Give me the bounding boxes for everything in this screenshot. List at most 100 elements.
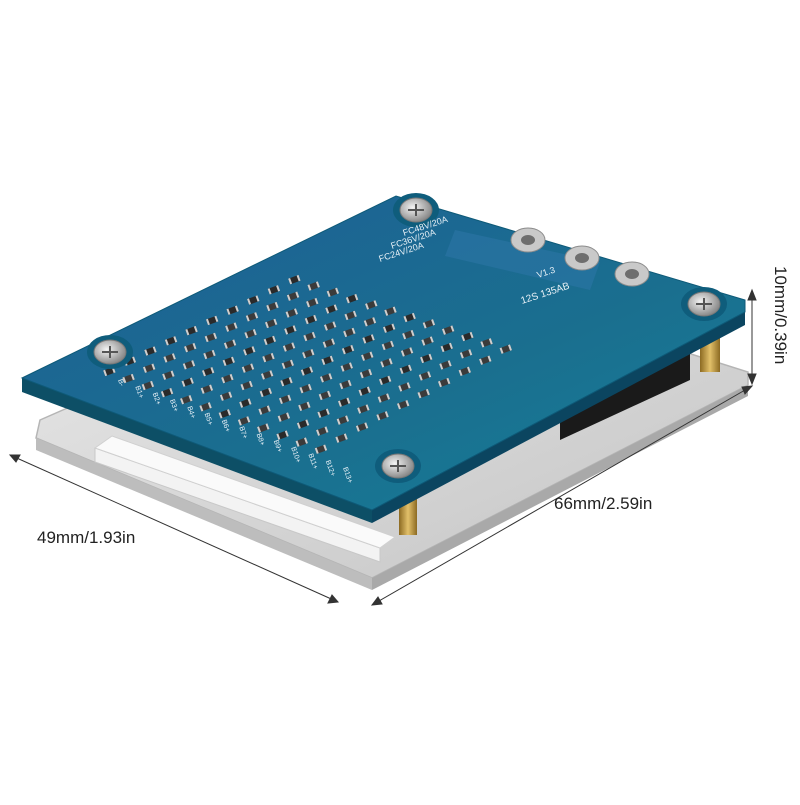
smd-component (184, 342, 197, 353)
smd-component (288, 274, 301, 285)
smd-component (382, 323, 396, 333)
screw (375, 449, 421, 483)
smd-component (380, 358, 393, 368)
smd-component (163, 353, 176, 363)
smd-component (218, 409, 231, 419)
smd-component (400, 347, 414, 357)
pad-label: B4+ (185, 405, 196, 419)
screw (393, 193, 439, 227)
smd-component (403, 312, 416, 323)
smd-component (384, 306, 397, 316)
width-dimension-line (371, 385, 753, 606)
width-arrow-right (741, 385, 754, 395)
balance-connector (93, 435, 397, 563)
smd-component (296, 419, 310, 429)
smd-component (299, 383, 312, 394)
smd-component (185, 325, 198, 336)
smd-component (223, 339, 237, 349)
smd-component (417, 388, 430, 399)
smd-component (323, 321, 337, 331)
pad-label: B6+ (220, 419, 231, 433)
pad-label: B- (116, 378, 125, 388)
smd-component (247, 295, 260, 305)
smd-component (304, 314, 318, 325)
smd-component (302, 349, 315, 359)
smd-component (222, 356, 235, 367)
smd-component (378, 375, 392, 386)
smd-component (322, 338, 336, 348)
smd-component (199, 402, 212, 412)
smd-component (298, 401, 311, 412)
smd-component (439, 360, 452, 370)
smd-component (144, 346, 157, 356)
smd-component (459, 349, 473, 359)
smd-component (362, 334, 375, 344)
smd-component (377, 393, 391, 403)
smd-component (262, 352, 275, 363)
smd-component (357, 404, 370, 414)
smd-component (326, 287, 340, 298)
smd-component (237, 416, 251, 426)
smd-component (266, 301, 279, 312)
smd-component (341, 344, 355, 355)
smd-component (316, 426, 329, 436)
smd-component (122, 373, 135, 384)
smd-component (479, 355, 492, 365)
smd-component (461, 331, 474, 342)
smd-component (325, 304, 338, 314)
smd-component (376, 411, 389, 421)
pcb-top (20, 195, 746, 511)
height-dimension-label: 10mm/0.39in (771, 266, 790, 365)
smd-component (180, 395, 193, 405)
smd-component (205, 315, 219, 326)
smd-component (361, 351, 374, 361)
smd-component (243, 346, 256, 356)
smd-component (314, 444, 328, 454)
smd-component (317, 408, 330, 418)
pad-label: B8+ (255, 432, 266, 446)
smd-component (343, 327, 356, 338)
smd-component (267, 285, 281, 295)
smd-component (245, 312, 259, 322)
smd-component (458, 366, 471, 377)
smd-component (277, 412, 291, 422)
smd-component (201, 367, 215, 377)
smd-component (340, 362, 353, 372)
smd-component (336, 415, 350, 425)
smd-component (358, 386, 371, 396)
smd-component (381, 340, 395, 351)
smd-component (286, 291, 300, 301)
smd-component (284, 325, 297, 335)
smd-component (421, 336, 434, 346)
smd-component (307, 281, 320, 291)
smd-component (344, 310, 357, 321)
smd-component (221, 373, 234, 384)
smd-component (219, 391, 233, 401)
mounting-screws (87, 193, 727, 483)
smd-component (303, 331, 316, 342)
smd-component (319, 373, 333, 383)
pcb-edge (22, 312, 745, 523)
screw (681, 287, 727, 321)
smd-component (285, 308, 298, 318)
smd-component (241, 363, 255, 373)
smd-component (225, 322, 238, 332)
smd-component (280, 377, 293, 387)
smd-component (244, 329, 257, 339)
smd-component (226, 305, 239, 315)
smd-component (321, 355, 334, 366)
length-dimension-line (9, 454, 339, 603)
screw (87, 335, 133, 369)
smd-component (440, 342, 453, 353)
smd-component (399, 364, 412, 375)
terminal-pad (564, 245, 600, 271)
pad-label: B9+ (272, 439, 283, 453)
height-arrow-bottom (747, 373, 757, 386)
pad-label: B2+ (151, 392, 162, 406)
terminal-pad (510, 227, 546, 253)
smd-component (240, 380, 253, 391)
pad-label: B3+ (168, 399, 179, 413)
smd-component (164, 336, 178, 346)
